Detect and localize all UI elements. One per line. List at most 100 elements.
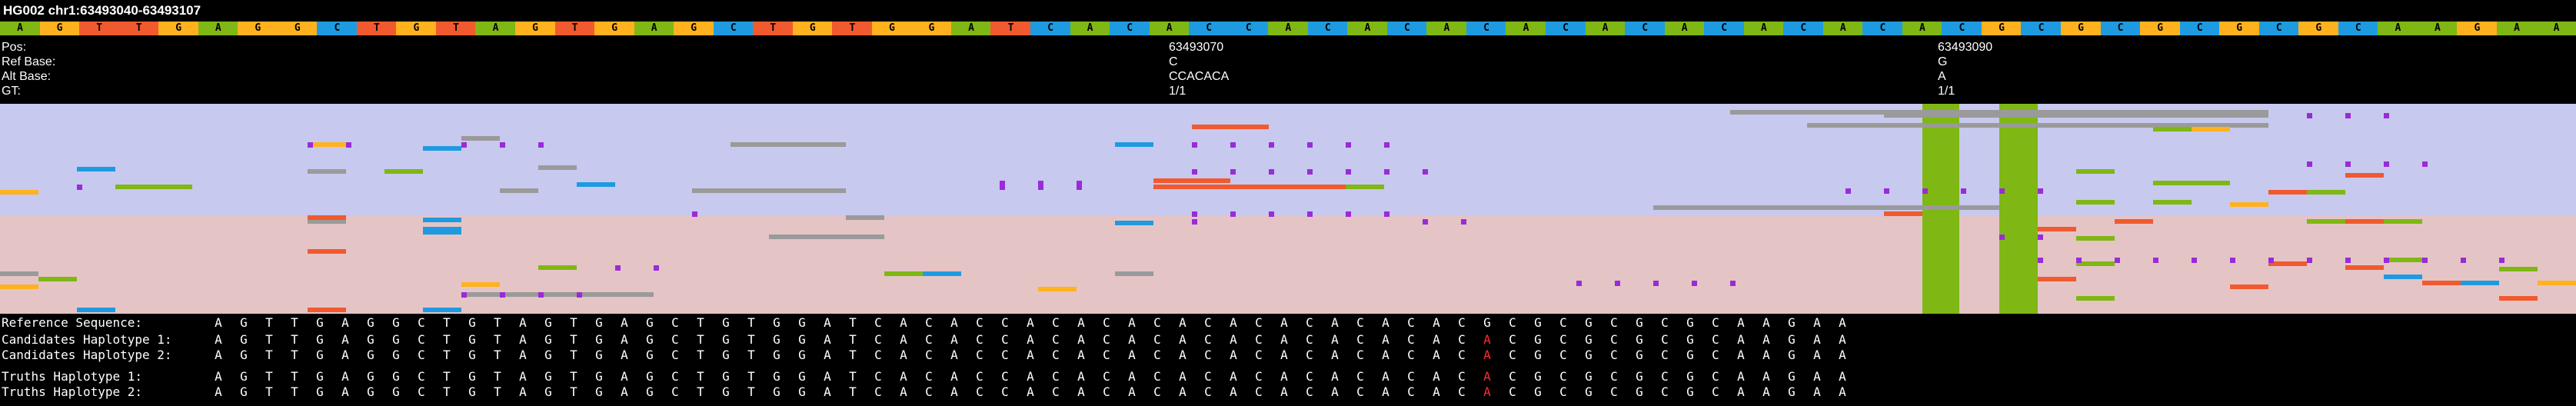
- sequence-base: C: [925, 332, 933, 347]
- sequence-base: C: [1001, 315, 1009, 330]
- sequence-row-label: Candidates Haplotype 1:: [2, 332, 172, 347]
- insertion-marker: [1384, 142, 1390, 148]
- sequence-base: C: [1407, 332, 1415, 347]
- sequence-base: A: [1483, 332, 1491, 347]
- sequence-base: C: [1509, 369, 1516, 384]
- sequence-base: A: [1762, 384, 1770, 399]
- sequence-base: T: [494, 348, 501, 362]
- insertion-marker: [2461, 258, 2466, 263]
- sequence-base: T: [570, 384, 577, 399]
- read-segment: [2384, 258, 2422, 262]
- ref-bar-base: C: [713, 22, 754, 35]
- insertion-marker: [1269, 142, 1274, 148]
- sequence-base: T: [265, 348, 273, 362]
- sequence-base: G: [595, 315, 603, 330]
- sequence-base: C: [1052, 315, 1060, 330]
- sequence-base: A: [1179, 315, 1186, 330]
- sequence-base: A: [1382, 315, 1390, 330]
- read-segment: [1115, 271, 1153, 276]
- insertion-marker: [2038, 258, 2043, 263]
- read-segment: [38, 277, 77, 281]
- sequence-base: A: [1433, 315, 1440, 330]
- insertion-marker: [346, 142, 351, 148]
- ref-bar-base: A: [2378, 22, 2418, 35]
- sequence-base: T: [443, 369, 451, 384]
- insertion-marker: [2422, 258, 2428, 263]
- insertion-marker: [538, 292, 544, 298]
- sequence-base: C: [1306, 369, 1313, 384]
- ref-bar-base: T: [832, 22, 873, 35]
- sequence-base: G: [392, 384, 400, 399]
- sequence-base: A: [1027, 332, 1034, 347]
- sequence-base: C: [874, 369, 882, 384]
- insertion-marker: [2038, 235, 2043, 240]
- sequence-base: C: [976, 348, 983, 362]
- sequence-base: A: [1433, 384, 1440, 399]
- insertion-marker: [2230, 258, 2235, 263]
- insertion-marker: [500, 142, 505, 148]
- sequence-base: A: [1813, 384, 1821, 399]
- insertion-marker: [2076, 258, 2082, 263]
- insertion-marker: [2345, 113, 2351, 118]
- sequence-base: G: [240, 369, 248, 384]
- sequence-base: T: [494, 369, 501, 384]
- sequence-base: A: [1128, 348, 1136, 362]
- sequence-base: C: [925, 384, 933, 399]
- sequence-base: A: [1077, 332, 1085, 347]
- sequence-base: C: [1001, 384, 1009, 399]
- sequence-base: A: [1077, 384, 1085, 399]
- ref-bar-base: G: [277, 22, 318, 35]
- sequence-base: T: [265, 332, 273, 347]
- sequence-base: C: [874, 384, 882, 399]
- sequence-base: A: [215, 332, 222, 347]
- sequence-base: A: [519, 369, 527, 384]
- sequence-base: A: [1433, 369, 1440, 384]
- sequence-base: A: [1027, 369, 1034, 384]
- sequence-base: G: [468, 348, 476, 362]
- sequence-base: C: [1407, 348, 1415, 362]
- sequence-base: A: [1280, 332, 1288, 347]
- sequence-base: C: [1255, 348, 1263, 362]
- sequence-base: C: [671, 315, 679, 330]
- ref-bar-base: G: [594, 22, 635, 35]
- sequence-base: A: [1762, 369, 1770, 384]
- sequence-base: G: [544, 384, 552, 399]
- insertion-marker: [692, 211, 697, 217]
- read-segment: [423, 227, 461, 231]
- sequence-base: G: [773, 369, 780, 384]
- ref-bar-base: A: [1664, 22, 1705, 35]
- sequence-base: T: [747, 369, 755, 384]
- sequence-base: C: [671, 348, 679, 362]
- sequence-base: G: [722, 369, 730, 384]
- read-segment: [2192, 181, 2230, 185]
- sequence-base: C: [1001, 369, 1009, 384]
- variant-allele-column: [1999, 104, 2038, 314]
- insertion-marker: [1961, 188, 1966, 194]
- read-segment: [2384, 219, 2422, 224]
- ref-bar-base: T: [79, 22, 120, 35]
- sequence-base: C: [1559, 384, 1567, 399]
- read-segment: [538, 265, 577, 270]
- sequence-base: G: [1534, 332, 1542, 347]
- insertion-marker: [1307, 142, 1313, 148]
- insertion-marker: [1077, 181, 1082, 186]
- sequence-row-label: Truths Haplotype 2:: [2, 384, 143, 399]
- variant-1-gt: 1/1: [1169, 85, 1186, 98]
- read-segment: [115, 185, 192, 189]
- sequence-base: C: [1610, 315, 1618, 330]
- read-segment: [1653, 205, 1999, 210]
- sequence-base: C: [1356, 348, 1364, 362]
- ref-bar-base: G: [2219, 22, 2260, 35]
- haplotype-2-track: [0, 216, 2576, 314]
- insertion-marker: [615, 265, 621, 271]
- read-segment: [0, 190, 38, 195]
- ref-bar-base: G: [2061, 22, 2102, 35]
- sequence-base: G: [1788, 315, 1796, 330]
- sequence-base: A: [621, 348, 628, 362]
- sequence-base: C: [874, 348, 882, 362]
- sequence-base: T: [265, 315, 273, 330]
- sequence-base: G: [773, 315, 780, 330]
